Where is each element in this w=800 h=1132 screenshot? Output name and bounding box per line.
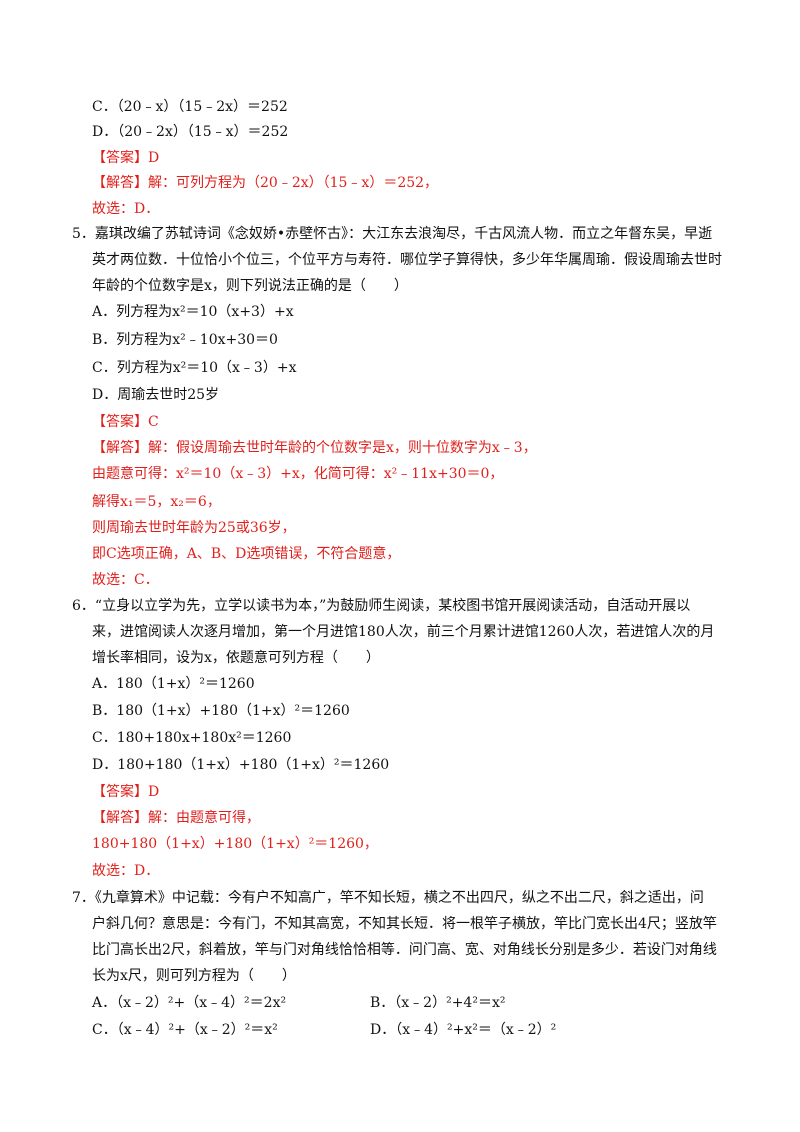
q5-solution-line-3: 解得x₁＝5，x₂＝6， bbox=[92, 494, 221, 510]
q6-stem-line-2: 来，进馆阅读人次逐月增加，第一个月进馆180人次，前三个月累计进馆1260人次，… bbox=[92, 624, 715, 640]
q6-option-d: D．180+180（1+x）+180（1+x）²＝1260 bbox=[92, 757, 390, 773]
q6-option-c: C．180+180x+180x²＝1260 bbox=[92, 730, 292, 746]
q5-option-b: B．列方程为x²﹣10x+30＝0 bbox=[92, 332, 278, 348]
q6-option-a: A．180（1+x）²＝1260 bbox=[92, 676, 255, 692]
q6-answer: 【答案】D bbox=[92, 784, 160, 800]
q4-option-c: C．（20﹣x）（15﹣2x）＝252 bbox=[92, 99, 288, 115]
q5-choose: 故选：C． bbox=[92, 572, 159, 588]
q7-option-c: C．（x﹣4）²+（x﹣2）²＝x² bbox=[92, 1022, 278, 1038]
q5-solution-line-5: 即C选项正确，A、B、D选项错误，不符合题意， bbox=[92, 546, 401, 562]
q5-solution-line-4: 则周瑜去世时年龄为25或36岁， bbox=[92, 520, 296, 536]
q6-stem-line-1: 6．“立身以立学为先，立学以读书为本，”为鼓励师生阅读，某校图书馆开展阅读活动，… bbox=[72, 598, 691, 614]
q6-solution-line-1: 【解答】解：由题意可得， bbox=[92, 810, 260, 826]
q5-stem-line-3: 年龄的个位数字是x，则下列说法正确的是（ ） bbox=[92, 278, 408, 294]
q4-answer: 【答案】D bbox=[92, 150, 160, 166]
q5-stem-line-2: 英才两位数．十位恰小个位三，个位平方与寿符．哪位学子算得快，多少年华属周瑜．假设… bbox=[92, 252, 722, 268]
q5-option-c: C．列方程为x²＝10（x﹣3）+x bbox=[92, 360, 297, 376]
q5-solution-line-1: 【解答】解：假设周瑜去世时年龄的个位数字是x，则十位数字为x﹣3， bbox=[92, 440, 537, 456]
q6-choose: 故选：D． bbox=[92, 863, 160, 879]
q6-option-b: B．180（1+x）+180（1+x）²＝1260 bbox=[92, 703, 350, 719]
q5-option-a: A．列方程为x²＝10（x+3）+x bbox=[92, 304, 294, 320]
q7-stem-line-4: 长为x尺，则可列方程为（ ） bbox=[92, 968, 296, 984]
q7-stem-line-3: 比门高长出2尺，斜着放，竿与门对角线恰恰相等．问门高、宽、对角线长分别是多少．若… bbox=[92, 942, 717, 958]
q4-choose: 故选：D． bbox=[92, 201, 160, 217]
q7-option-a: A．（x﹣2）²+（x﹣4）²＝2x² bbox=[92, 995, 287, 1011]
q5-option-d: D．周瑜去世时25岁 bbox=[92, 387, 220, 403]
q6-stem-line-3: 增长率相同，设为x，依题意可列方程（ ） bbox=[92, 650, 380, 666]
q7-option-b: B．（x﹣2）²+4²＝x² bbox=[370, 995, 506, 1011]
q7-stem-line-1: 7．《九章算术》中记载：今有户不知高广，竿不知长短，横之不出四尺，纵之不出二尺，… bbox=[72, 890, 704, 906]
q4-option-d: D．（20﹣2x）（15﹣x）＝252 bbox=[92, 124, 289, 140]
q5-solution-line-2: 由题意可得：x²＝10（x﹣3）+x，化简可得：x²﹣11x+30＝0， bbox=[92, 466, 504, 482]
q5-answer: 【答案】C bbox=[92, 414, 159, 430]
q6-solution-line-2: 180+180（1+x）+180（1+x）²＝1260， bbox=[92, 836, 378, 852]
q7-option-d: D．（x﹣4）²+x²＝（x﹣2）² bbox=[370, 1022, 557, 1038]
q4-solution: 【解答】解：可列方程为（20﹣2x）（15﹣x）＝252， bbox=[92, 175, 439, 191]
q5-stem-line-1: 5．嘉琪改编了苏轼诗词《念奴娇•赤壁怀古》：大江东去浪淘尽，千古风流人物．而立之… bbox=[72, 226, 713, 242]
q7-stem-line-2: 户斜几何？意思是：今有门，不知其高宽，不知其长短．将一根竿子横放，竿比门宽长出4… bbox=[92, 916, 717, 932]
